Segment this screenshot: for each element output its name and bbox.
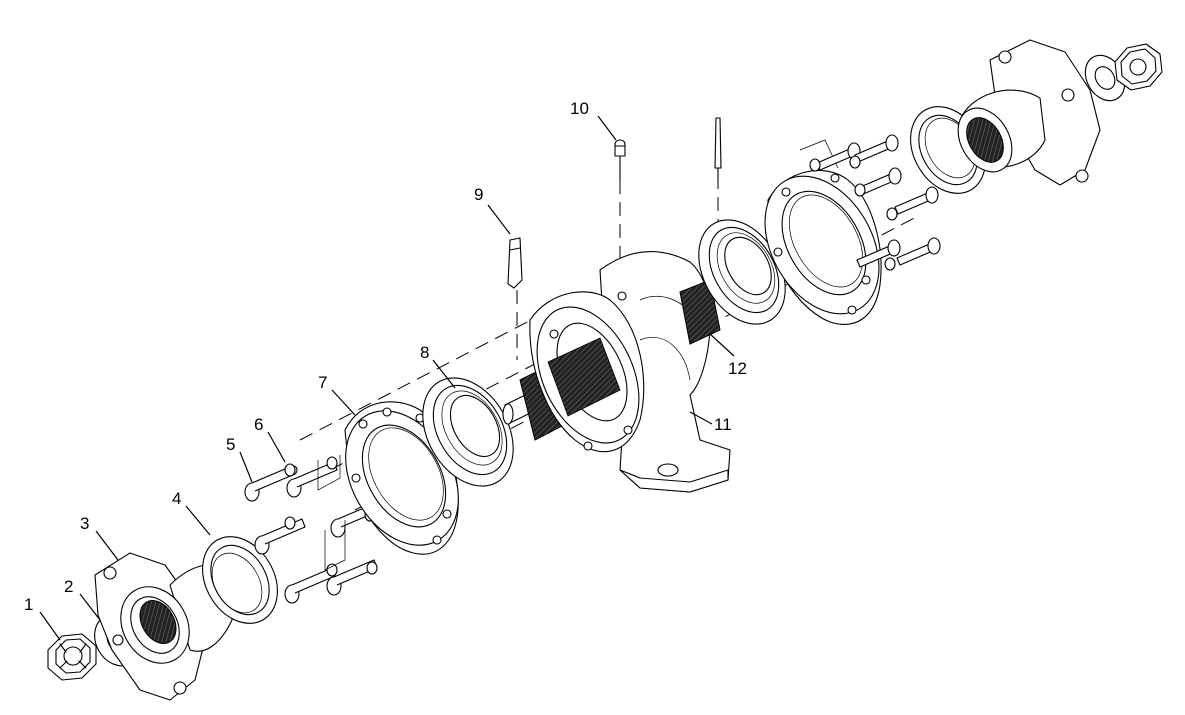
callout-5: 5 [226, 435, 235, 454]
callout-2: 2 [64, 577, 73, 596]
callout-8: 8 [420, 343, 429, 362]
bearing-cap-flange-right [764, 139, 882, 325]
washer-right [1084, 54, 1126, 102]
grease-fitting [614, 139, 626, 181]
callout-1: 1 [24, 595, 33, 614]
callout-6: 6 [254, 415, 263, 434]
callout-10: 10 [570, 99, 589, 118]
pin-part [714, 117, 722, 181]
flange-housing-left [94, 552, 233, 701]
bolts-right [809, 134, 941, 271]
seal-ring-left [202, 536, 278, 624]
callout-4: 4 [172, 489, 181, 508]
callout-9: 9 [474, 185, 483, 204]
castle-nut-right [1114, 43, 1163, 91]
callout-labels: 1 2 3 4 5 6 7 8 9 10 11 12 [24, 99, 747, 614]
castle-nut-left [47, 633, 97, 681]
callout-11: 11 [714, 415, 732, 434]
flange-housing-right [957, 39, 1101, 186]
bearing-left [422, 377, 514, 487]
callout-12: 12 [728, 359, 747, 378]
bearing-right [698, 219, 786, 325]
callout-7: 7 [318, 373, 327, 392]
leader-lines [39, 115, 735, 641]
callout-3: 3 [80, 514, 89, 533]
key-part [507, 237, 523, 289]
